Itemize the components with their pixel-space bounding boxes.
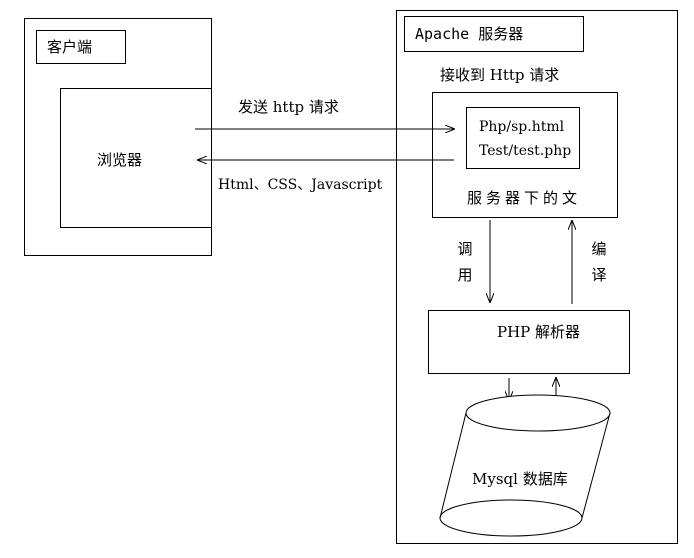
browser-box: 浏览器 [60, 88, 212, 228]
file-item: Test/test.php [479, 143, 572, 159]
call-label: 调 用 [456, 236, 474, 288]
server-title: Apache 服务器 [415, 25, 524, 43]
response-label: Html、CSS、Javascript [218, 177, 383, 193]
request-label: 发送 http 请求 [238, 98, 339, 116]
call-label-char: 用 [457, 266, 473, 284]
file-item: Php/sp.html [479, 119, 565, 135]
php-parser-box: PHP 解析器 [428, 310, 630, 374]
client-title-box: 客户端 [36, 30, 126, 64]
files-caption: 服务器下的文 [467, 189, 582, 207]
server-container [396, 10, 678, 544]
compile-label-char: 译 [591, 266, 607, 284]
client-title: 客户端 [47, 38, 93, 56]
compile-label-char: 编 [591, 240, 607, 258]
receive-request-label: 接收到 Http 请求 [440, 66, 560, 84]
server-title-box: Apache 服务器 [404, 16, 584, 52]
call-label-char: 调 [457, 240, 473, 258]
server-files-box: Php/sp.html Test/test.php 服务器下的文 [432, 92, 618, 218]
file-list-box: Php/sp.html Test/test.php [466, 107, 580, 169]
php-parser-label: PHP 解析器 [497, 323, 581, 341]
compile-label: 编 译 [590, 236, 608, 288]
browser-label: 浏览器 [97, 151, 143, 169]
database-label: Mysql 数据库 [472, 470, 568, 488]
